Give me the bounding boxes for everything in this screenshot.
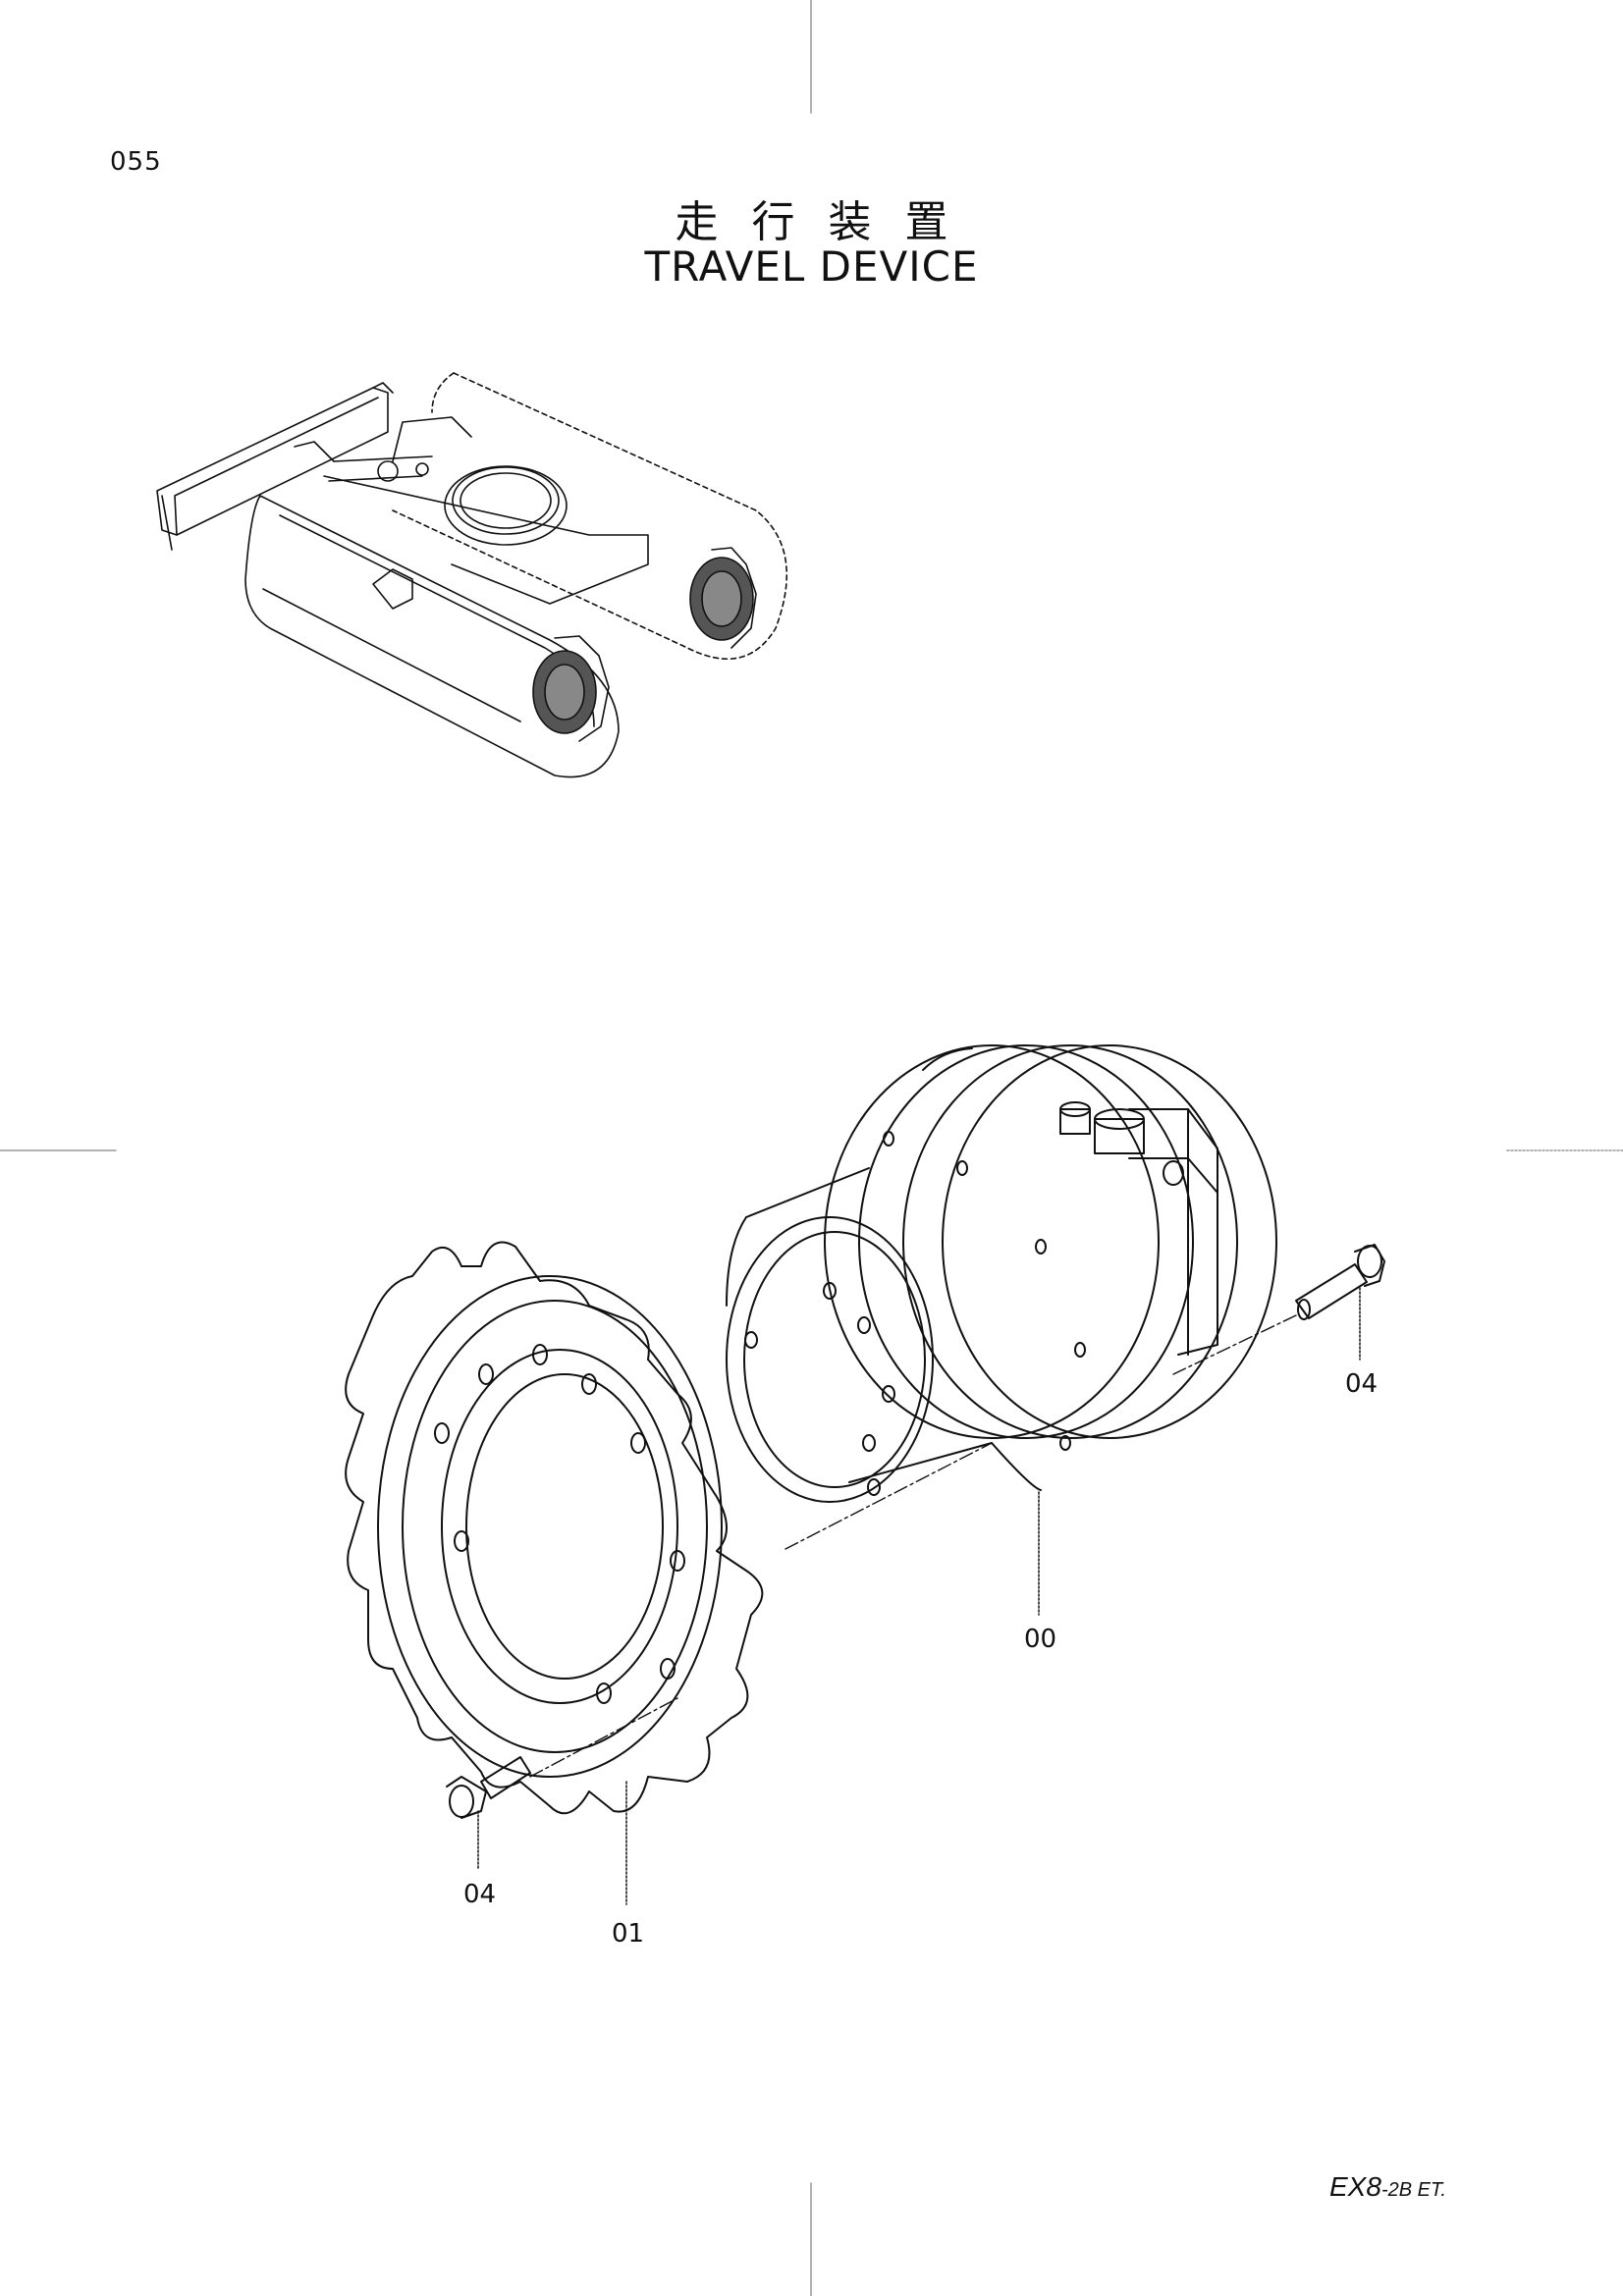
model-suffix: -2B ET. bbox=[1380, 2179, 1446, 2201]
page-number: 055 bbox=[110, 147, 162, 177]
sprocket bbox=[345, 1241, 764, 1815]
callout-sprocket: 01 bbox=[612, 1919, 645, 1949]
page-title-japanese: 走行装置 bbox=[675, 197, 982, 247]
callout-bolt-lower: 04 bbox=[463, 1880, 497, 1909]
callout-bolt-upper: 04 bbox=[1345, 1369, 1379, 1399]
callout-travel-motor: 00 bbox=[1024, 1625, 1057, 1654]
near-sprocket-motor bbox=[532, 635, 610, 742]
hydraulic-ports bbox=[1059, 1101, 1145, 1154]
leader-lines bbox=[477, 1287, 1361, 1905]
sprocket-bolt-holes bbox=[434, 1344, 685, 1704]
travel-motor bbox=[726, 1044, 1277, 1503]
far-sprocket-motor bbox=[689, 547, 757, 649]
bolt-upper bbox=[1295, 1244, 1385, 1320]
undercarriage-overview bbox=[156, 372, 787, 778]
page-title: TRAVEL DEVICE bbox=[644, 242, 979, 291]
model-label: EX8-2B ET. bbox=[1329, 2171, 1446, 2203]
flange-bolts bbox=[883, 1131, 1086, 1451]
assembly-lines bbox=[529, 1314, 1297, 1778]
model-main: EX8 bbox=[1329, 2171, 1381, 2202]
bolt-lower bbox=[446, 1756, 531, 1819]
hub-holes bbox=[744, 1282, 895, 1496]
